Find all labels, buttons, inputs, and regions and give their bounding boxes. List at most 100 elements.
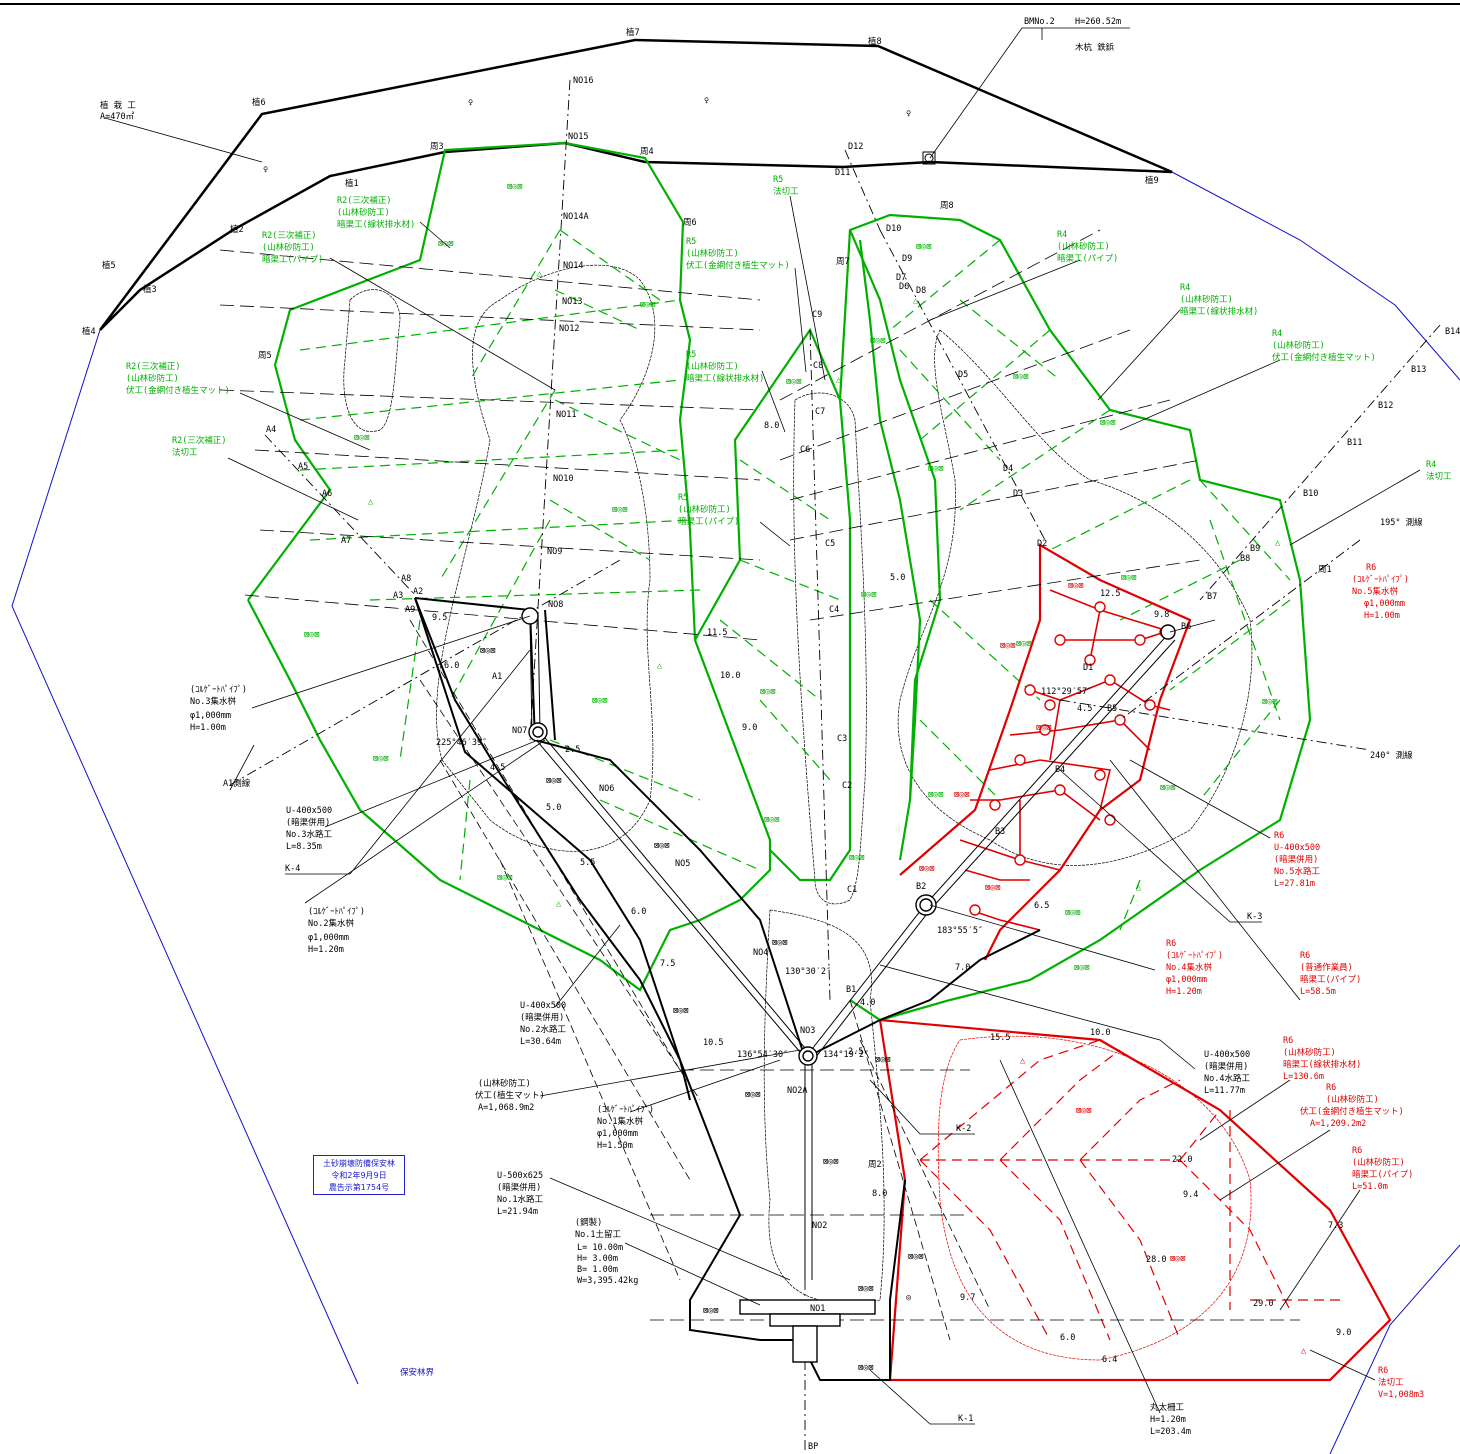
station-label: D2: [1037, 539, 1047, 549]
callout-line: (山林砂防工): [1180, 294, 1233, 305]
angle-n03-right: 134°19′2″: [823, 1050, 869, 1060]
callout-line: L=11.77m: [1204, 1086, 1245, 1096]
callout-line: No.3集水桝: [190, 696, 236, 707]
callout-line: No.5集水桝: [1352, 586, 1398, 597]
station-label: A2: [413, 587, 423, 597]
callout-line: φ1,000mm: [1364, 599, 1405, 609]
callout-line: H=1.00m: [1364, 611, 1400, 621]
callout-line: (山林砂防工): [337, 207, 390, 218]
svg-text:⊠◎⊠: ⊠◎⊠: [592, 696, 607, 706]
bm-marker-ring: [924, 153, 934, 163]
planting-point: 植3: [143, 284, 157, 295]
callout-line: R6: [1352, 1146, 1362, 1156]
channel-outlines: [414, 597, 1041, 1381]
perimeter-point: 周7: [836, 257, 850, 267]
dim-value: 9.8: [1154, 610, 1169, 620]
station-label: B7: [1207, 592, 1217, 602]
callout-line: R4: [1426, 460, 1436, 470]
callout-line: R2(三次補正): [262, 230, 316, 241]
planting-point: 植4: [82, 326, 96, 337]
dim-value: 4.5: [1077, 704, 1092, 714]
svg-text:⊠◎⊠: ⊠◎⊠: [373, 754, 388, 764]
callout-line: No.4水路工: [1204, 1073, 1250, 1084]
station-label: A4: [266, 425, 276, 435]
callout-line: H=1.20m: [308, 945, 344, 955]
svg-text:△: △: [913, 296, 919, 306]
callout-line: (山林砂防工): [262, 242, 315, 253]
planting-point: 植2: [230, 224, 244, 235]
angle-b5: 112°29′57″: [1041, 687, 1092, 697]
station-label: D3: [1013, 489, 1023, 499]
station-label: B5: [1107, 704, 1117, 714]
svg-text:⊠◎⊠: ⊠◎⊠: [1160, 783, 1175, 793]
station-label: C5: [825, 539, 835, 549]
station-label: D7: [896, 273, 906, 283]
station-label: B8: [1240, 554, 1250, 564]
callout-line: No.3水路工: [286, 829, 332, 840]
callout-line: (山林砂防工): [1352, 1157, 1405, 1168]
callout-line: (山林砂防工): [478, 1078, 531, 1089]
station-label: B12: [1378, 401, 1393, 411]
callout-line: H=1.20m: [1166, 987, 1202, 997]
callout-line: (ｺﾙｹﾞｰﾄﾊﾟｲﾌﾟ): [190, 685, 247, 695]
callout-line: (山林砂防工): [1272, 340, 1325, 351]
callout-line: (山林砂防工): [1283, 1047, 1336, 1058]
callout-line: B= 1.00m: [577, 1265, 618, 1275]
red-pipe: R6 (山林砂防工) 暗渠工(パイプ) L=51.0m: [1352, 1146, 1413, 1192]
svg-text:△: △: [836, 375, 842, 385]
callout-line: (山林砂防工): [678, 504, 731, 515]
station-label: A7: [341, 536, 351, 546]
svg-text:♀: ♀: [263, 165, 268, 175]
callout-line: A=1,068.9m2: [478, 1103, 534, 1113]
green-r4-culvert-lin: R4 (山林砂防工) 暗渠工(線状排水材): [1180, 283, 1258, 317]
bare-slope-clouds: [343, 264, 1253, 1361]
callout-line: φ1,000mm: [597, 1129, 638, 1139]
bm-type: 木杭 鉄鋲: [1075, 42, 1115, 53]
station-label: A9: [405, 605, 415, 615]
callout-line: 法切工: [1378, 1377, 1404, 1388]
station-label: B14: [1445, 327, 1460, 337]
svg-text:⊠◎⊠: ⊠◎⊠: [497, 873, 512, 883]
station-label: C9: [812, 310, 822, 320]
red-work-pipe: R6 (普通作業員) 暗渠工(パイプ) L=58.5m: [1300, 951, 1361, 997]
station-label: D11: [835, 168, 850, 178]
callout-line: L=21.94m: [497, 1207, 538, 1217]
planting-point: 植1: [345, 178, 359, 189]
dim-value: 7.5: [660, 959, 675, 969]
svg-text:⊠◎⊠: ⊠◎⊠: [1121, 573, 1136, 583]
svg-text:⊠◎⊠: ⊠◎⊠: [673, 1006, 688, 1016]
callout-line: (普通作業員): [1300, 962, 1353, 973]
planting-area: A=470㎡: [100, 112, 135, 122]
perimeter-labels: 周1 周2 周3 周4 周5 周6 周7 周8: [258, 142, 1332, 1170]
callout-channel3: U-400x500 (暗渠併用) No.3水路工 L=8.35m: [286, 806, 332, 852]
callout-line: (ｺﾙｹﾞｰﾄﾊﾟｲﾌﾟ): [597, 1105, 654, 1115]
station-label: NO7: [512, 726, 527, 736]
r6-pits: [969, 601, 1171, 916]
bm-leader: [929, 27, 1130, 159]
red-cut: R6 法切工 V=1,008m3: [1378, 1366, 1424, 1400]
green-r4-culvert-pipe: R4 (山林砂防工) 暗渠工(パイプ): [1057, 230, 1118, 264]
callout-line: U-500x625: [497, 1171, 543, 1181]
dim-value: 9.0: [1336, 1328, 1351, 1338]
svg-text:⊠◎⊠: ⊠◎⊠: [858, 1363, 873, 1373]
callout-line: U-400x500: [286, 806, 332, 816]
svg-text:⊠◎⊠: ⊠◎⊠: [919, 864, 934, 874]
station-label: NO4: [753, 948, 768, 958]
dim-value: 12.5: [1100, 589, 1120, 599]
perimeter-point: 周4: [640, 147, 654, 157]
svg-text:⊠◎⊠: ⊠◎⊠: [1016, 639, 1031, 649]
callout-line: L=58.5m: [1300, 987, 1336, 997]
svg-text:⊠◎⊠: ⊠◎⊠: [870, 336, 885, 346]
svg-text:♀: ♀: [704, 96, 709, 106]
station-label: C2: [842, 781, 852, 791]
plate-line: 土砂崩壊防備保安林: [323, 1159, 395, 1168]
station-label: B3: [995, 827, 1005, 837]
callout-line: 伏工(金網付き植生マット): [1300, 1106, 1404, 1117]
station-label: NO13: [562, 297, 582, 307]
callout-line: (山林砂防工): [126, 373, 179, 384]
station-label: C8: [813, 361, 823, 371]
dim-value: 6.4: [1102, 1355, 1117, 1365]
callout-line: L=51.0m: [1352, 1182, 1388, 1192]
svg-text:△: △: [1275, 538, 1281, 548]
station-label: B6: [1181, 622, 1191, 632]
